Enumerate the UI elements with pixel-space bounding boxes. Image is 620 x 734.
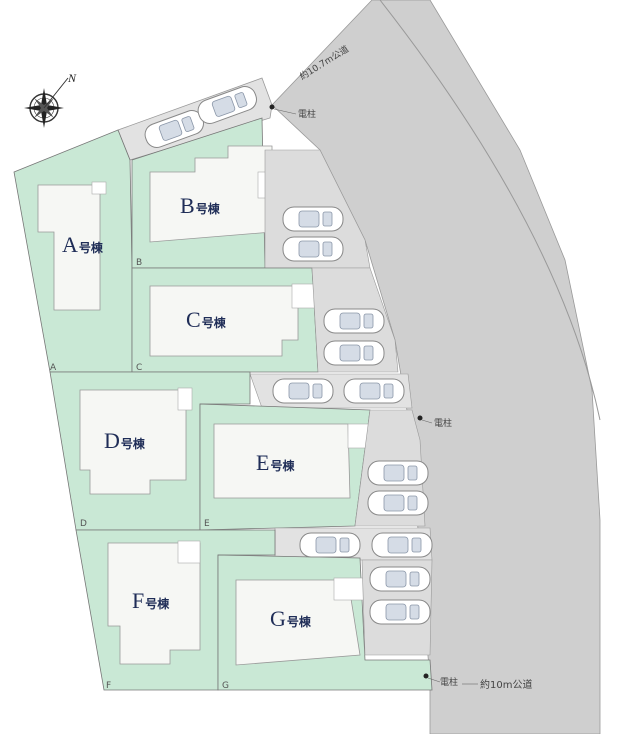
lot-g-marker: G: [222, 681, 229, 691]
building-g-letter: G号棟: [270, 606, 312, 631]
pole-label-bottom: 電柱: [440, 676, 458, 688]
car: [369, 566, 431, 592]
lot-f-marker: F: [106, 681, 111, 691]
pole-leader-mid: [421, 419, 433, 424]
compass-rose-icon: [24, 77, 69, 128]
car: [371, 532, 433, 558]
pole-leader-top: [273, 108, 297, 115]
pole-leader-bottom: [427, 677, 441, 683]
building-a-letter: A号棟: [62, 232, 104, 257]
utility-pole-top: [269, 104, 275, 110]
road-right-edge: [379, 0, 601, 421]
car: [299, 532, 361, 558]
compass-north-label: N: [67, 71, 77, 85]
lot-d-marker: D: [80, 519, 87, 529]
car: [369, 599, 431, 625]
building-f-letter: F号棟: [132, 588, 170, 613]
house-g-porch: [333, 577, 367, 601]
utility-pole-mid: [417, 415, 423, 421]
car: [323, 340, 385, 366]
pole-label-top: 電柱: [298, 108, 316, 120]
house-d-porch: [177, 387, 193, 411]
car: [282, 206, 344, 232]
car: [282, 236, 344, 262]
lot-a-marker: A: [50, 363, 57, 373]
lot-e-marker: E: [204, 519, 210, 529]
utility-pole-bottom: [423, 673, 429, 679]
house-f-porch: [177, 540, 201, 564]
house-f: [107, 542, 201, 665]
house-a-porch: [91, 181, 107, 195]
pole-label-mid: 電柱: [434, 417, 452, 429]
house-d: [79, 389, 187, 495]
car: [272, 378, 334, 404]
lot-c-marker: C: [136, 363, 142, 373]
house-g: [235, 579, 361, 666]
car: [367, 460, 429, 486]
car: [343, 378, 405, 404]
building-d-letter: D号棟: [104, 428, 146, 453]
house-e: [213, 423, 351, 499]
building-b-letter: B号棟: [180, 193, 221, 218]
car: [367, 490, 429, 516]
building-e-letter: E号棟: [256, 450, 295, 475]
house-b: [149, 145, 273, 243]
lot-b-marker: B: [136, 258, 142, 268]
road-label-bottom: 約10m公道: [480, 678, 532, 691]
car: [323, 308, 385, 334]
building-c-letter: C号棟: [186, 307, 227, 332]
